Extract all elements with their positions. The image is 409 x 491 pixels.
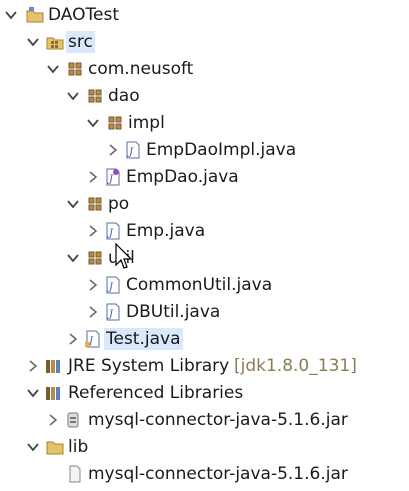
tree-item-label: JRE System Library — [68, 356, 230, 376]
chevron-down-icon[interactable] — [26, 35, 40, 49]
tree-item-label: CommonUtil.java — [126, 275, 273, 295]
java-file-icon: J — [106, 276, 120, 294]
chevron-down-icon[interactable] — [4, 8, 18, 22]
source-folder-icon — [46, 37, 64, 50]
svg-text:J: J — [87, 336, 94, 347]
tree-item-label: src — [66, 31, 95, 53]
tree-item-file-dbutil[interactable]: J DBUtil.java — [0, 299, 409, 326]
java-file-icon: J — [106, 303, 120, 321]
folder-icon — [46, 441, 64, 455]
chevron-right-icon[interactable] — [86, 278, 100, 292]
tree-item-label: mysql-connector-java-5.1.6.jar — [88, 464, 348, 484]
chevron-right-icon[interactable] — [86, 305, 100, 319]
tree-item-label: DAOTest — [48, 5, 119, 25]
tree-item-label: lib — [68, 437, 89, 457]
tree-item-label: Referenced Libraries — [68, 383, 244, 403]
chevron-down-icon[interactable] — [66, 89, 80, 103]
java-file-icon: J — [106, 222, 120, 240]
tree-item-lib-jar[interactable]: mysql-connector-java-5.1.6.jar — [0, 461, 409, 488]
tree-item-file-test[interactable]: J Test.java — [0, 326, 409, 353]
tree-item-label: dao — [108, 86, 140, 106]
tree-item-label: Test.java — [104, 328, 183, 350]
tree-item-file-empdao[interactable]: J EmpDao.java — [0, 164, 409, 191]
library-icon — [46, 360, 60, 373]
tree-item-label: EmpDao.java — [126, 167, 239, 187]
package-icon — [108, 116, 122, 130]
file-icon — [69, 465, 81, 483]
chevron-down-icon[interactable] — [66, 197, 80, 211]
chevron-down-icon[interactable] — [46, 62, 60, 76]
library-icon — [46, 387, 60, 400]
tree-item-project[interactable]: DAOTest — [0, 2, 409, 29]
chevron-down-icon[interactable] — [26, 386, 40, 400]
tree-item-package-impl[interactable]: impl — [0, 110, 409, 137]
tree-item-label: DBUtil.java — [126, 302, 221, 322]
tree-item-package-po[interactable]: po — [0, 191, 409, 218]
tree-item-package-util[interactable]: util — [0, 245, 409, 272]
tree-item-package-dao[interactable]: dao — [0, 83, 409, 110]
tree-item-label: util — [108, 248, 135, 268]
jre-version-label: [jdk1.8.0_131] — [234, 356, 357, 376]
java-interface-file-icon: J — [106, 168, 120, 186]
chevron-down-icon[interactable] — [86, 116, 100, 130]
tree-item-label: mysql-connector-java-5.1.6.jar — [88, 410, 348, 430]
chevron-right-icon[interactable] — [66, 332, 80, 346]
chevron-right-icon[interactable] — [46, 413, 60, 427]
tree-item-label: com.neusoft — [88, 59, 194, 79]
java-file-icon: J — [126, 141, 140, 159]
svg-text:J: J — [107, 228, 114, 239]
tree-item-jre-library[interactable]: JRE System Library [jdk1.8.0_131] — [0, 353, 409, 380]
svg-text:J: J — [107, 309, 114, 320]
java-file-icon: J — [85, 330, 100, 348]
svg-text:J: J — [107, 174, 114, 185]
jar-icon — [67, 412, 79, 428]
tree-item-referenced-jar[interactable]: mysql-connector-java-5.1.6.jar — [0, 407, 409, 434]
svg-text:J: J — [127, 147, 134, 158]
package-icon — [88, 197, 102, 211]
tree-item-label: Emp.java — [126, 221, 206, 241]
chevron-right-icon[interactable] — [106, 143, 120, 157]
tree-item-lib-folder[interactable]: lib — [0, 434, 409, 461]
package-icon — [88, 89, 102, 103]
tree-item-label: po — [108, 194, 130, 214]
tree-item-referenced-libraries[interactable]: Referenced Libraries — [0, 380, 409, 407]
tree-item-file-empdaoimpl[interactable]: J EmpDaoImpl.java — [0, 137, 409, 164]
tree-item-label: impl — [128, 113, 165, 133]
svg-text:J: J — [107, 282, 114, 293]
tree-item-file-emp[interactable]: J Emp.java — [0, 218, 409, 245]
chevron-right-icon[interactable] — [86, 224, 100, 238]
tree-item-package-com-neusoft[interactable]: com.neusoft — [0, 56, 409, 83]
tree-item-file-commonutil[interactable]: J CommonUtil.java — [0, 272, 409, 299]
java-project-icon — [26, 7, 44, 23]
package-icon — [68, 62, 82, 76]
tree-item-src[interactable]: src — [0, 29, 409, 56]
chevron-down-icon[interactable] — [66, 251, 80, 265]
chevron-right-icon[interactable] — [86, 170, 100, 184]
chevron-right-icon[interactable] — [26, 359, 40, 373]
tree-item-label: EmpDaoImpl.java — [146, 140, 297, 160]
chevron-down-icon[interactable] — [26, 440, 40, 454]
package-icon — [88, 251, 102, 265]
